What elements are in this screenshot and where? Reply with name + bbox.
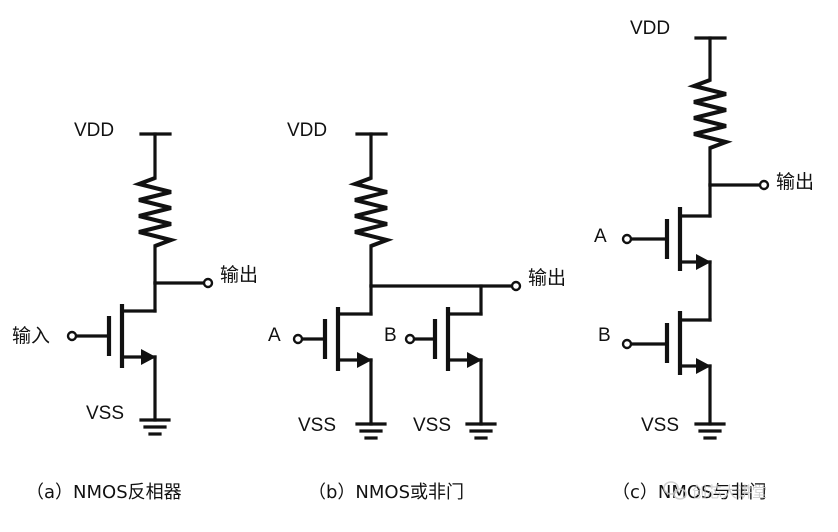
vdd-label-c: VDD: [630, 18, 670, 39]
ground-symbol-b-1: [355, 422, 387, 440]
output-terminal-b: [510, 280, 522, 292]
input-b-label-b: B: [384, 325, 397, 346]
input-a-label-c: A: [594, 226, 607, 247]
vdd-label-b: VDD: [287, 120, 327, 141]
vss-label-c: VSS: [641, 415, 679, 436]
watermark: 创芯大讲堂: [663, 481, 767, 501]
output-label-a: 输出: [220, 264, 258, 286]
vss-label-b-1: VSS: [298, 415, 336, 436]
nmos-transistor-a: [106, 304, 157, 368]
vss-label-b-2: VSS: [413, 415, 451, 436]
caption-b: （b）NMOS或非门: [308, 482, 464, 503]
input-terminal-c-a: [621, 233, 633, 245]
input-label-a: 输入: [12, 325, 50, 347]
input-terminal-b-b: [404, 333, 416, 345]
nmos-transistor-b-a: [322, 307, 373, 371]
caption-c: （c）NMOS与非门: [612, 482, 767, 503]
output-label-c: 输出: [776, 171, 814, 193]
load-resistor-c: [687, 78, 733, 150]
output-terminal-a: [202, 277, 214, 289]
caption-a: （a）NMOS反相器: [26, 482, 182, 503]
nmos-transistor-b-b: [432, 307, 483, 371]
nmos-transistor-c-a: [664, 207, 712, 271]
watermark-text: 创芯大讲堂: [692, 483, 767, 501]
input-terminal-c-b: [621, 338, 633, 350]
output-label-b: 输出: [528, 267, 566, 289]
output-terminal-c: [758, 179, 770, 191]
panel-c-nand-gate: VDD VSS A B 输出 （c）NMOS与非门: [594, 18, 814, 503]
panel-b-nor-gate: VDD VSS VSS A B 输出 （b）NMOS或非门: [268, 120, 566, 503]
nmos-transistor-c-b: [664, 311, 712, 375]
load-resistor-b: [348, 176, 394, 248]
vdd-label-a: VDD: [74, 120, 114, 141]
ground-symbol-c: [694, 422, 726, 440]
wechat-icon: [663, 481, 687, 500]
input-a-label-b: A: [268, 325, 281, 346]
input-terminal-a: [66, 330, 78, 342]
vss-label-a: VSS: [86, 403, 124, 424]
ground-symbol-b-2: [465, 422, 497, 440]
panel-a-inverter: VDD VSS 输入 输出 （a）NMOS反相器: [12, 120, 258, 503]
load-resistor-a: [132, 176, 178, 248]
input-terminal-b-a: [292, 333, 304, 345]
ground-symbol-a: [139, 418, 171, 436]
input-b-label-c: B: [598, 325, 611, 346]
